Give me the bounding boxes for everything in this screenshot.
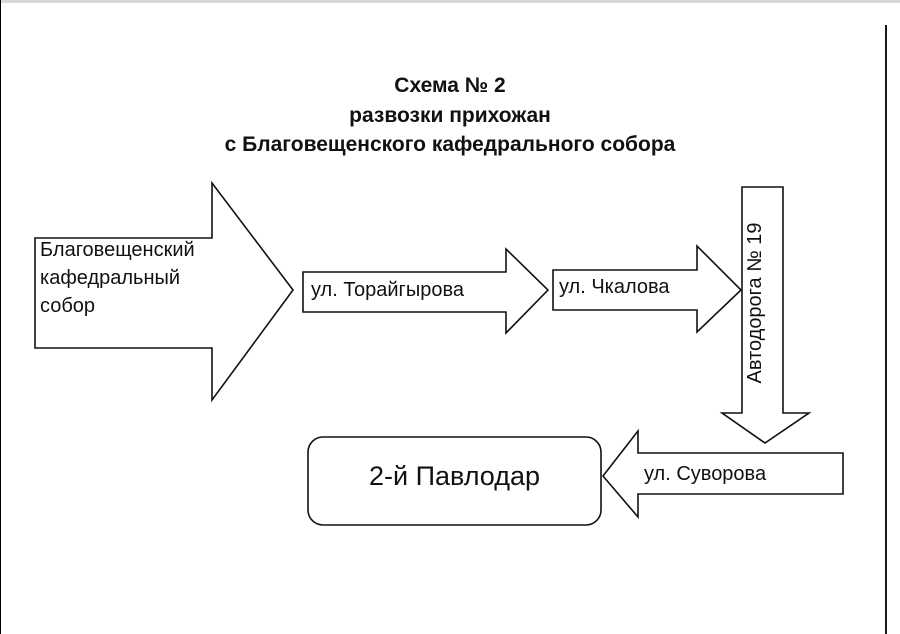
scan-edge-top bbox=[0, 0, 900, 3]
start-label-line-2: кафедральный bbox=[40, 267, 181, 289]
arrow-suvorova bbox=[601, 428, 844, 520]
diagram-title-line-1: Схема № 2 bbox=[394, 74, 506, 97]
destination-label: 2-й Павлодар bbox=[368, 461, 540, 491]
step-label-toraigyrova: ул. Торайгырова bbox=[311, 279, 464, 301]
scan-edge-left bbox=[0, 0, 1, 634]
arrow-chkalova bbox=[552, 244, 743, 334]
start-label-line-1: Благовещенский bbox=[40, 239, 195, 261]
step-label-chkalova: ул. Чкалова bbox=[559, 276, 670, 298]
start-arrow-label: Благовещенский кафедральный собор bbox=[40, 236, 195, 320]
diagram-title-line-2: развозки прихожан bbox=[349, 104, 551, 127]
diagram-title-line-3: с Благовещенского кафедрального собора bbox=[224, 133, 676, 156]
start-arrow bbox=[34, 180, 294, 403]
arrow-avtodoroga-19 bbox=[719, 186, 812, 444]
step-label-avtodoroga-19: Автодорога № 19 bbox=[744, 222, 766, 384]
arrow-toraigyrova bbox=[302, 247, 550, 335]
step-label-suvorova: ул. Суворова bbox=[644, 463, 767, 485]
destination-box bbox=[307, 436, 602, 526]
start-label-line-3: собор bbox=[40, 295, 96, 317]
scan-edge-right bbox=[885, 25, 887, 634]
